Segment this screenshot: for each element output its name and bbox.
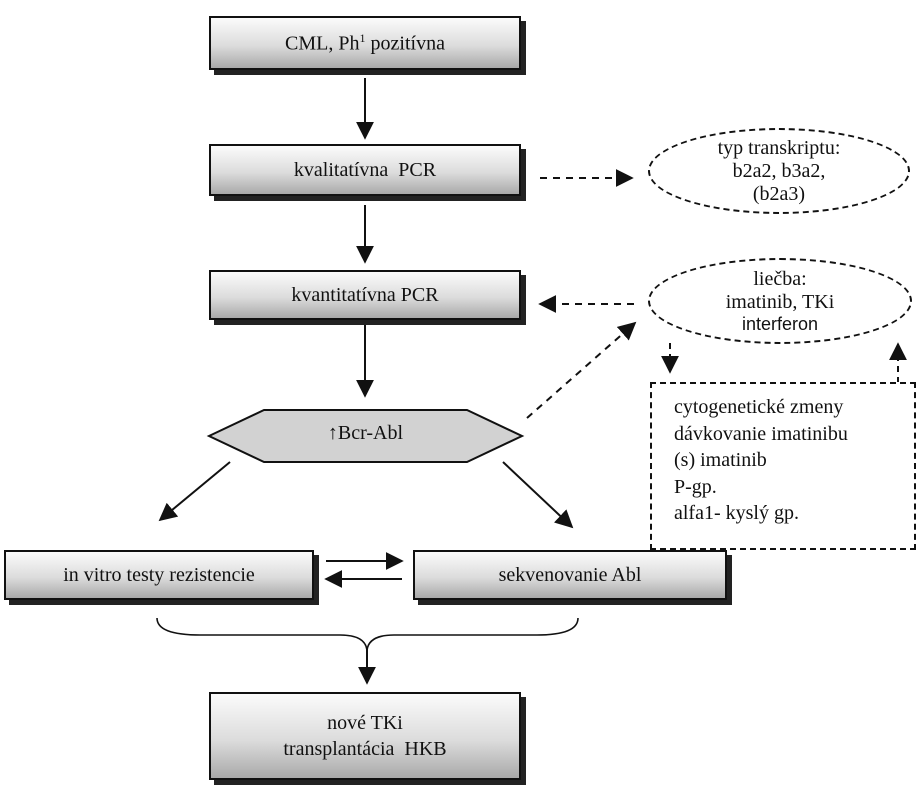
treatment-line-1: liečba: bbox=[753, 267, 807, 290]
qualitative-pcr-label: kvalitatívna PCR bbox=[293, 159, 437, 181]
cause-item: (s) imatinib bbox=[674, 449, 767, 472]
bcr-abl-hexagon bbox=[206, 409, 525, 463]
cause-item: alfa1- kyslý gp. bbox=[674, 502, 799, 525]
final-line-1: nové TKi bbox=[327, 712, 403, 734]
quantitative-pcr-box: kvantitatívna PCR bbox=[209, 270, 521, 320]
transcript-type-ellipse: typ transkriptu: b2a2, b3a2, (b2a3) bbox=[648, 128, 910, 214]
in-vitro-label: in vitro testy rezistencie bbox=[63, 564, 255, 586]
treatment-ellipse: liečba: imatinib, TKi interferon bbox=[648, 258, 912, 344]
cause-item: cytogenetické zmeny bbox=[674, 396, 844, 418]
sequencing-label: sekvenovanie Abl bbox=[498, 564, 642, 586]
final-box: nové TKi transplantácia HKB bbox=[209, 692, 521, 780]
cause-item: dávkovanie imatinibu bbox=[674, 422, 848, 445]
final-line-2: transplantácia HKB bbox=[283, 738, 447, 760]
curly-brace bbox=[156, 617, 579, 651]
arrow-bcr-to-invitro bbox=[158, 461, 231, 522]
qualitative-pcr-box: kvalitatívna PCR bbox=[209, 144, 521, 196]
treatment-line-2: imatinib, TKi bbox=[725, 290, 835, 313]
arrow-bcr-to-sekv bbox=[502, 461, 574, 529]
transcript-line-1: typ transkriptu: bbox=[717, 136, 841, 159]
transcript-line-3: (b2a3) bbox=[752, 182, 806, 205]
quantitative-pcr-label: kvantitatívna PCR bbox=[291, 284, 439, 306]
treatment-line-3: interferon bbox=[741, 313, 819, 334]
bcr-abl-label: ↑Bcr-Abl bbox=[327, 422, 404, 444]
cml-label: CML, Ph1 pozitívna bbox=[285, 30, 445, 55]
in-vitro-box: in vitro testy rezistencie bbox=[4, 550, 314, 600]
arrow-bcr-to-treatment bbox=[526, 321, 637, 419]
cause-item: P-gp. bbox=[674, 475, 717, 498]
up-arrow-icon: ↑ bbox=[327, 422, 338, 444]
sequencing-box: sekvenovanie Abl bbox=[413, 550, 727, 600]
transcript-line-2: b2a2, b3a2, bbox=[732, 159, 826, 182]
cml-box: CML, Ph1 pozitívna bbox=[209, 16, 521, 70]
resistance-causes-box: cytogenetické zmeny dávkovanie imatinibu… bbox=[650, 382, 916, 550]
